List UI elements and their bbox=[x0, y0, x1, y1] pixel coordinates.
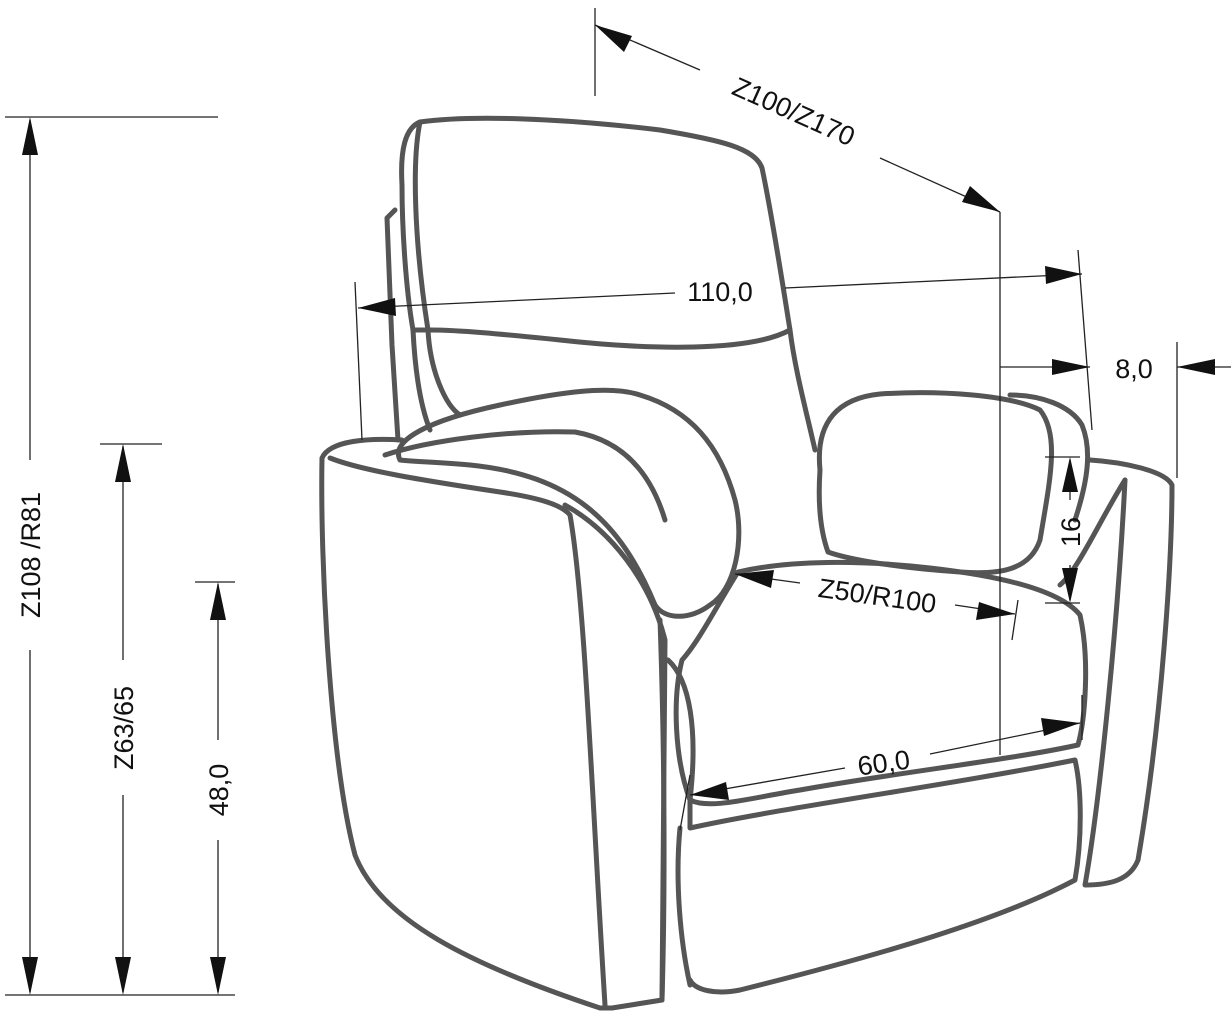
z100-arrow-right bbox=[962, 186, 1000, 212]
label-cushion-gap: 16 bbox=[1056, 517, 1086, 547]
right-arm-pillow bbox=[816, 390, 1055, 576]
label-seat-depth: Z50/R100 bbox=[816, 573, 938, 619]
width-arrow-left bbox=[358, 298, 396, 316]
seat-depth-arrow-left bbox=[735, 570, 774, 588]
gap-arrow-bottom bbox=[1062, 568, 1078, 603]
backrest-side-strip bbox=[384, 207, 401, 443]
seat-height-arrow-top bbox=[210, 582, 226, 620]
label-depth-reclined: Z100/Z170 bbox=[728, 72, 860, 153]
height-arrow-bottom bbox=[22, 957, 38, 995]
seat-cushion bbox=[673, 559, 1089, 807]
height-arrow-top bbox=[22, 117, 38, 155]
gap-arrow-top bbox=[1062, 457, 1078, 492]
dimension-labels: Z100/Z170 Z108 /R81 Z63/65 48,0 110,0 8,… bbox=[16, 72, 1153, 817]
left-arm-pillow-fold bbox=[382, 429, 668, 523]
headrest-cushion bbox=[399, 115, 793, 350]
z100-arrow-left bbox=[595, 25, 632, 52]
seat-side-roll bbox=[665, 657, 696, 803]
left-armrest-top bbox=[327, 455, 608, 1008]
right-arm-pillow-back bbox=[1007, 392, 1091, 523]
seat-height-arrow-bottom bbox=[210, 957, 226, 995]
label-total-height: Z108 /R81 bbox=[16, 492, 46, 618]
back-cushion bbox=[425, 327, 818, 453]
label-armrest-width: 8,0 bbox=[1115, 354, 1153, 384]
armrest-height-arrow-bottom bbox=[115, 957, 131, 995]
right-armrest bbox=[1082, 457, 1175, 888]
width-arrow-right bbox=[1045, 266, 1082, 284]
headrest-front-edge bbox=[412, 119, 431, 333]
label-total-width: 110,0 bbox=[687, 277, 753, 307]
back-strip-lower bbox=[410, 327, 433, 433]
seat-width-arrow-right bbox=[1041, 718, 1080, 736]
armrest-width-arrow-left bbox=[1052, 359, 1090, 375]
dimension-lines bbox=[5, 8, 1231, 996]
label-armrest-height: Z63/65 bbox=[109, 686, 139, 770]
seat-width-arrow-left bbox=[690, 782, 729, 800]
armchair-outline bbox=[319, 115, 1175, 1011]
left-arm-pillow bbox=[396, 387, 742, 619]
seat-depth-arrow-right bbox=[976, 602, 1015, 620]
seat-front-panel bbox=[687, 757, 1083, 995]
armrest-width-arrow-right bbox=[1177, 359, 1215, 375]
left-armrest-body bbox=[319, 436, 667, 1011]
left-armrest-inner bbox=[562, 502, 668, 1003]
label-seat-height: 48,0 bbox=[204, 764, 234, 817]
label-seat-width: 60,0 bbox=[856, 745, 912, 782]
seat-front-left bbox=[675, 825, 693, 988]
armrest-height-arrow-top bbox=[115, 444, 131, 482]
